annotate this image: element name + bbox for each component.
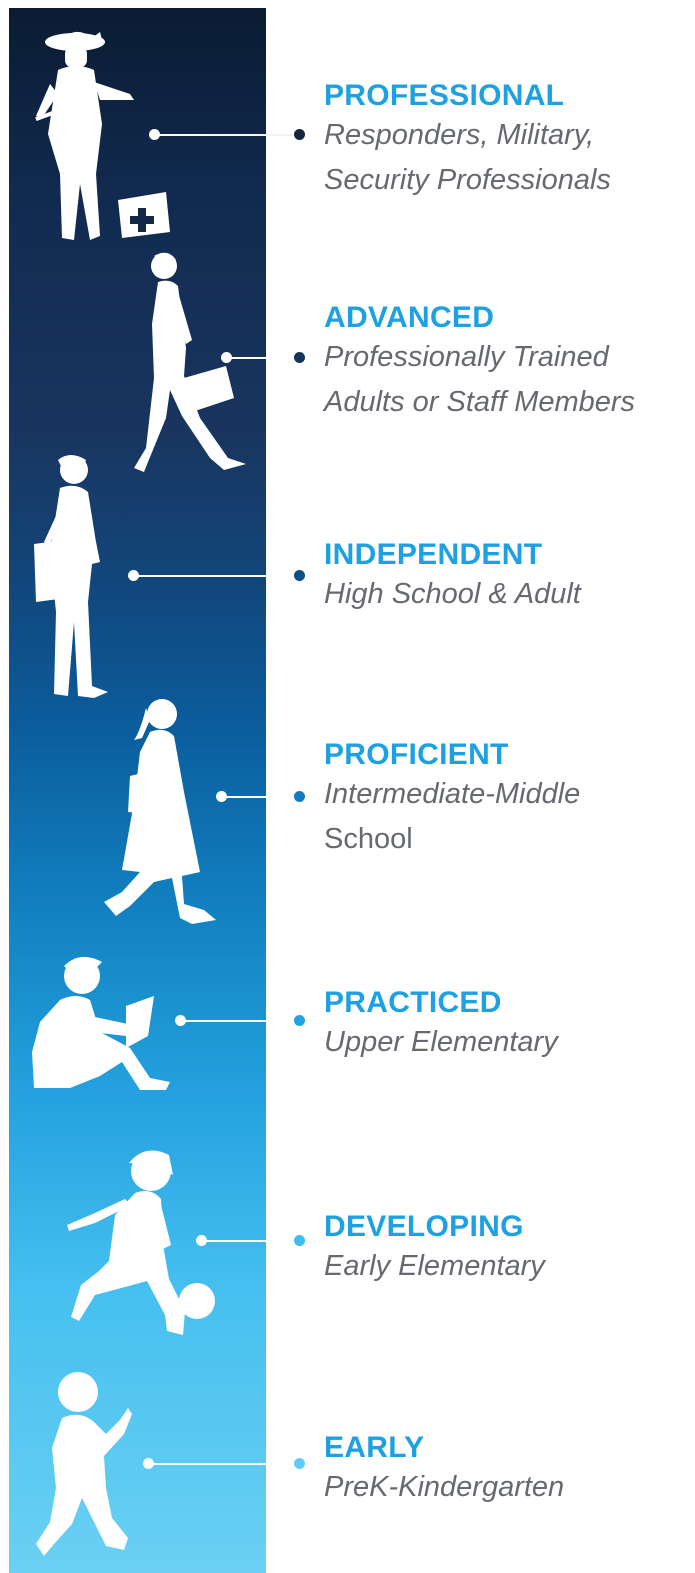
connector-end-dot (294, 1458, 305, 1469)
level-practiced: PRACTICED Upper Elementary (324, 986, 558, 1065)
connector-start-dot (196, 1235, 207, 1246)
level-description-line: Responders, Military, (324, 119, 595, 151)
connector-professional (149, 129, 305, 140)
connector-start-dot (175, 1015, 186, 1026)
connector-start-dot (216, 791, 227, 802)
level-independent: INDEPENDENT High School & Adult (324, 538, 581, 617)
level-description-line: Security Professionals (324, 164, 611, 196)
connector-end-dot (294, 1235, 305, 1246)
level-description: PreK-Kindergarten (324, 1465, 564, 1510)
level-title: EARLY (324, 1431, 425, 1464)
walking-professional-silhouette-icon (130, 248, 255, 476)
level-description-line: Early Elementary (324, 1250, 545, 1282)
level-description-line: Intermediate-Middle (324, 778, 581, 810)
connector-end-dot (294, 1015, 305, 1026)
girl-with-backpack-silhouette-icon (100, 692, 225, 927)
first-responder-silhouette-icon (30, 24, 175, 252)
connector-start-dot (149, 129, 160, 140)
child-reading-silhouette-icon (30, 952, 175, 1092)
connector-end-dot (294, 352, 305, 363)
connector-early (143, 1458, 305, 1469)
connector-advanced (221, 352, 305, 363)
level-title: PRACTICED (324, 986, 502, 1019)
level-description-line: Professionally Trained (324, 341, 609, 373)
level-professional: PROFESSIONAL Responders, Military, Securi… (324, 79, 611, 203)
connector-start-dot (143, 1458, 154, 1469)
toddler-silhouette-icon (32, 1368, 137, 1560)
level-description: Early Elementary (324, 1244, 545, 1289)
connector-end-dot (294, 791, 305, 802)
level-title: ADVANCED (324, 301, 495, 334)
connector-developing (196, 1235, 305, 1246)
connector-end-dot (294, 570, 305, 581)
connector-proficient (216, 791, 305, 802)
child-kicking-ball-silhouette-icon (65, 1145, 220, 1340)
connector-end-dot (294, 129, 305, 140)
teen-with-bag-silhouette-icon (30, 452, 120, 700)
level-developing: DEVELOPING Early Elementary (324, 1210, 545, 1289)
level-description: Responders, Military, Security Profession… (324, 113, 611, 203)
connector-start-dot (128, 570, 139, 581)
level-description-line: Adults or Staff Members (324, 386, 636, 418)
connector-practiced (175, 1015, 305, 1026)
level-description-line: Upper Elementary (324, 1026, 558, 1058)
level-description-line: High School & Adult (324, 578, 581, 610)
level-description: Upper Elementary (324, 1020, 558, 1065)
level-early: EARLY PreK-Kindergarten (324, 1431, 564, 1510)
level-title: INDEPENDENT (324, 538, 543, 571)
connector-independent (128, 570, 305, 581)
level-description-line: School (324, 823, 413, 855)
connector-start-dot (221, 352, 232, 363)
level-description-line: PreK-Kindergarten (324, 1471, 565, 1503)
level-title: DEVELOPING (324, 1210, 524, 1243)
level-title: PROFESSIONAL (324, 79, 565, 112)
level-title: PROFICIENT (324, 738, 509, 771)
level-description: High School & Adult (324, 572, 581, 617)
